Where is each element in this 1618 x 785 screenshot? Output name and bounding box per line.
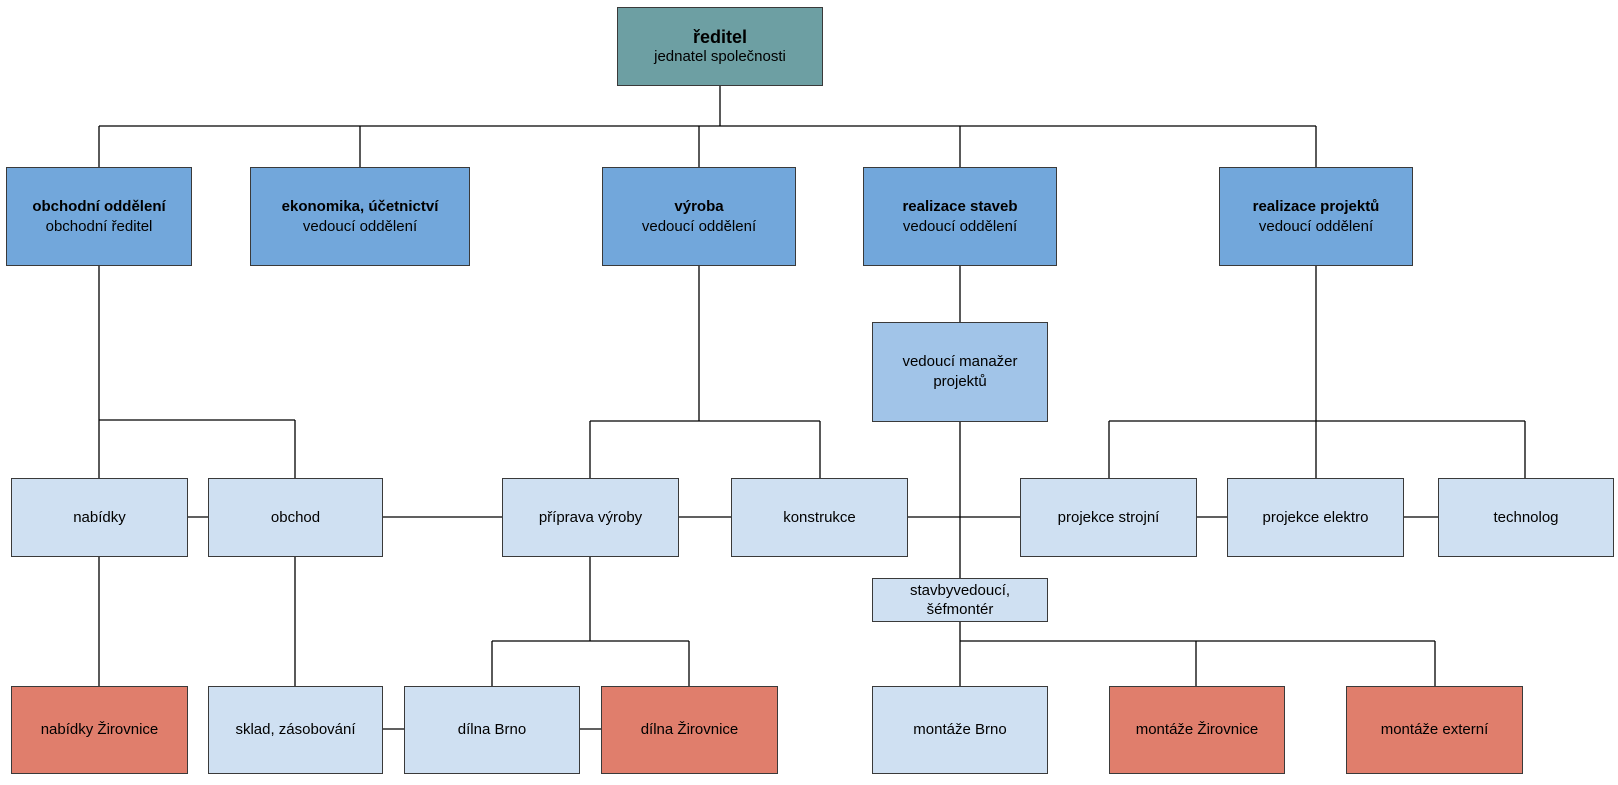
dept-realizace-projektu: realizace projektů vedoucí oddělení [1219, 167, 1413, 266]
unit-montaze-brno: montáže Brno [872, 686, 1048, 774]
unit-dilna-zirovnice: dílna Žirovnice [601, 686, 778, 774]
unit-nabidky: nabídky [11, 478, 188, 557]
unit-label: montáže externí [1380, 721, 1489, 738]
dept-title: realizace staveb [902, 197, 1018, 215]
director-subtitle: jednatel společnosti [654, 47, 786, 65]
dept-subtitle: vedoucí oddělení [1258, 217, 1374, 235]
dept-subtitle: vedoucí oddělení [302, 217, 418, 235]
dept-realizace-staveb: realizace staveb vedoucí oddělení [863, 167, 1057, 266]
unit-label: projekce strojní [1057, 508, 1160, 526]
unit-montaze-externi: montáže externí [1346, 686, 1523, 774]
dept-subtitle: vedoucí oddělení [641, 217, 757, 235]
unit-label: příprava výroby [538, 508, 643, 526]
unit-konstrukce: konstrukce [731, 478, 908, 557]
unit-vedouci-manazer: vedoucí manažer projektů [872, 322, 1048, 422]
unit-sklad: sklad, zásobování [208, 686, 383, 774]
dept-title: realizace projektů [1252, 197, 1380, 215]
director-title: ředitel [692, 26, 748, 47]
unit-label: konstrukce [783, 508, 856, 526]
unit-technolog: technolog [1438, 478, 1614, 557]
unit-label: projekce elektro [1262, 508, 1369, 526]
unit-label: stavbyvedoucí, šéfmontér [909, 582, 1011, 618]
unit-nabidky-zirovnice: nabídky Žirovnice [11, 686, 188, 774]
dept-subtitle: vedoucí oddělení [902, 217, 1018, 235]
unit-projekce-strojni: projekce strojní [1020, 478, 1197, 557]
unit-montaze-zirovnice: montáže Žirovnice [1109, 686, 1285, 774]
dept-obchodni: obchodní oddělení obchodní ředitel [6, 167, 192, 266]
unit-label: montáže Žirovnice [1135, 721, 1259, 738]
director-box: ředitel jednatel společnosti [617, 7, 823, 86]
dept-ekonomika: ekonomika, účetnictví vedoucí oddělení [250, 167, 470, 266]
dept-title: obchodní oddělení [32, 197, 166, 215]
unit-label: dílna Brno [457, 721, 527, 738]
unit-label: obchod [270, 508, 321, 526]
unit-label: montáže Brno [913, 721, 1007, 738]
unit-stavbyvedouci: stavbyvedoucí, šéfmontér [872, 578, 1048, 622]
dept-subtitle: obchodní ředitel [45, 217, 153, 235]
dept-title: ekonomika, účetnictví [281, 197, 439, 215]
unit-label: nabídky Žirovnice [40, 721, 159, 738]
unit-priprava-vyroby: příprava výroby [502, 478, 679, 557]
unit-label: nabídky [73, 508, 126, 526]
unit-label: dílna Žirovnice [640, 721, 739, 738]
unit-obchod: obchod [208, 478, 383, 557]
dept-title: výroba [674, 197, 724, 215]
unit-label: vedoucí manažer projektů [902, 353, 1018, 390]
unit-projekce-elektro: projekce elektro [1227, 478, 1404, 557]
unit-label: technolog [1493, 508, 1559, 526]
dept-vyroba: výroba vedoucí oddělení [602, 167, 796, 266]
unit-dilna-brno: dílna Brno [404, 686, 580, 774]
unit-label: sklad, zásobování [235, 721, 356, 738]
